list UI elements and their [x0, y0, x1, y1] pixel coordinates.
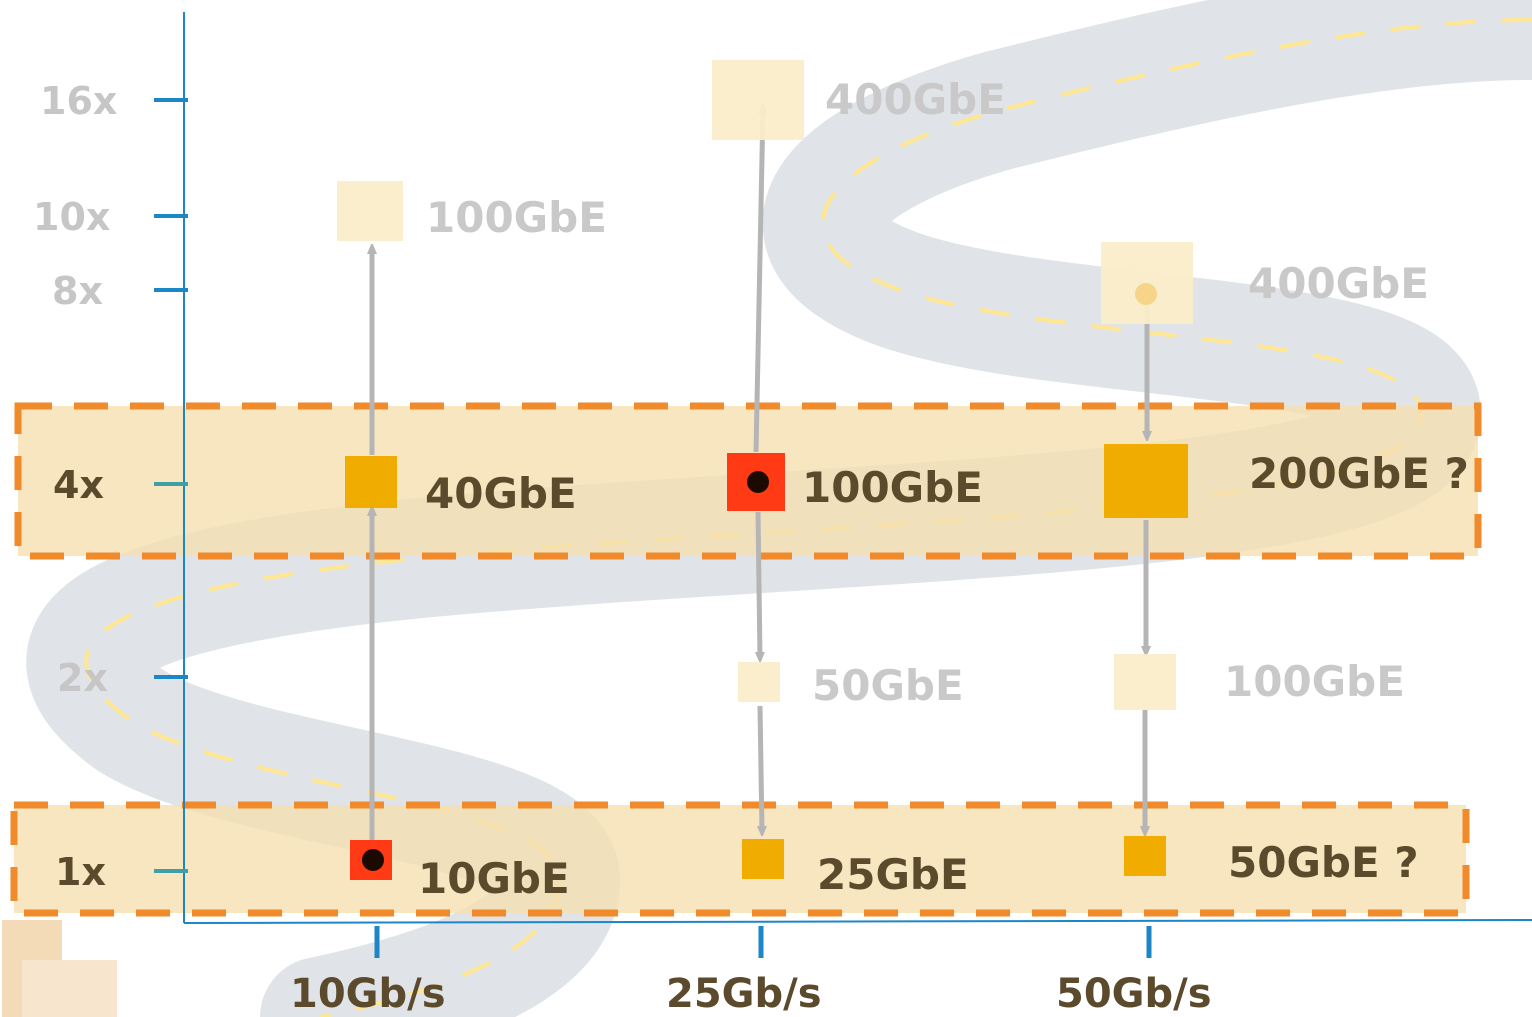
current-dot-icon: [747, 471, 769, 493]
arrow-n25-4-to-n25-2: [758, 511, 760, 658]
x-tick-label: 10Gb/s: [290, 971, 446, 1017]
y-tick-label: 4x: [53, 463, 104, 507]
node-square: [1101, 242, 1193, 324]
node-n50-8: 400GbE: [1101, 242, 1429, 324]
node-label: 100GbE: [802, 463, 983, 512]
y-tick-label: 16x: [40, 79, 117, 123]
node-label: 10GbE: [418, 854, 570, 903]
node-label: 25GbE: [817, 850, 969, 899]
y-tick-label: 2x: [57, 656, 108, 700]
node-n25-4: 100GbE: [727, 453, 983, 512]
node-label: 400GbE: [1248, 259, 1429, 308]
x-axis-line: [183, 919, 1532, 924]
arrow-n25-2-to-n25-1: [760, 705, 762, 832]
node-n50-2: 100GbE: [1114, 654, 1405, 710]
node-label: 50GbE ?: [1228, 838, 1419, 887]
y-tick-label: 1x: [55, 850, 106, 894]
current-dot-icon: [362, 849, 384, 871]
origin-dot-icon: [1135, 283, 1157, 305]
y-tick-label: 8x: [52, 269, 103, 313]
node-n10-4: 40GbE: [345, 456, 577, 518]
node-square: [738, 662, 780, 702]
node-label: 200GbE ?: [1249, 449, 1469, 498]
node-label: 100GbE: [426, 193, 607, 242]
node-square: [337, 181, 403, 241]
node-square: [1114, 654, 1176, 710]
node-label: 40GbE: [425, 469, 577, 518]
node-label: 100GbE: [1224, 657, 1405, 706]
node-n25-16: 400GbE: [712, 60, 1006, 140]
node-n25-2: 50GbE: [738, 661, 964, 710]
node-n25-1: 25GbE: [742, 839, 969, 899]
node-n10-1: 10GbE: [350, 840, 570, 903]
highlight-band-1x: [10, 801, 1470, 917]
arrow-n25-4-to-n25-16: [753, 108, 763, 453]
node-label: 50GbE: [812, 661, 964, 710]
node-n50-1: 50GbE ?: [1124, 836, 1419, 887]
x-tick-label: 25Gb/s: [666, 971, 822, 1017]
y-tick-label: 10x: [33, 195, 110, 239]
node-square: [742, 839, 784, 879]
node-n10-10: 100GbE: [337, 181, 607, 242]
node-n50-4: 200GbE ?: [1104, 444, 1469, 518]
node-square: [712, 60, 804, 140]
x-tick-label: 50Gb/s: [1056, 971, 1212, 1017]
building-icon: [2, 920, 117, 1017]
node-square: [1124, 836, 1166, 876]
node-label: 400GbE: [825, 75, 1006, 124]
node-square: [345, 456, 397, 508]
node-square: [1104, 444, 1188, 518]
